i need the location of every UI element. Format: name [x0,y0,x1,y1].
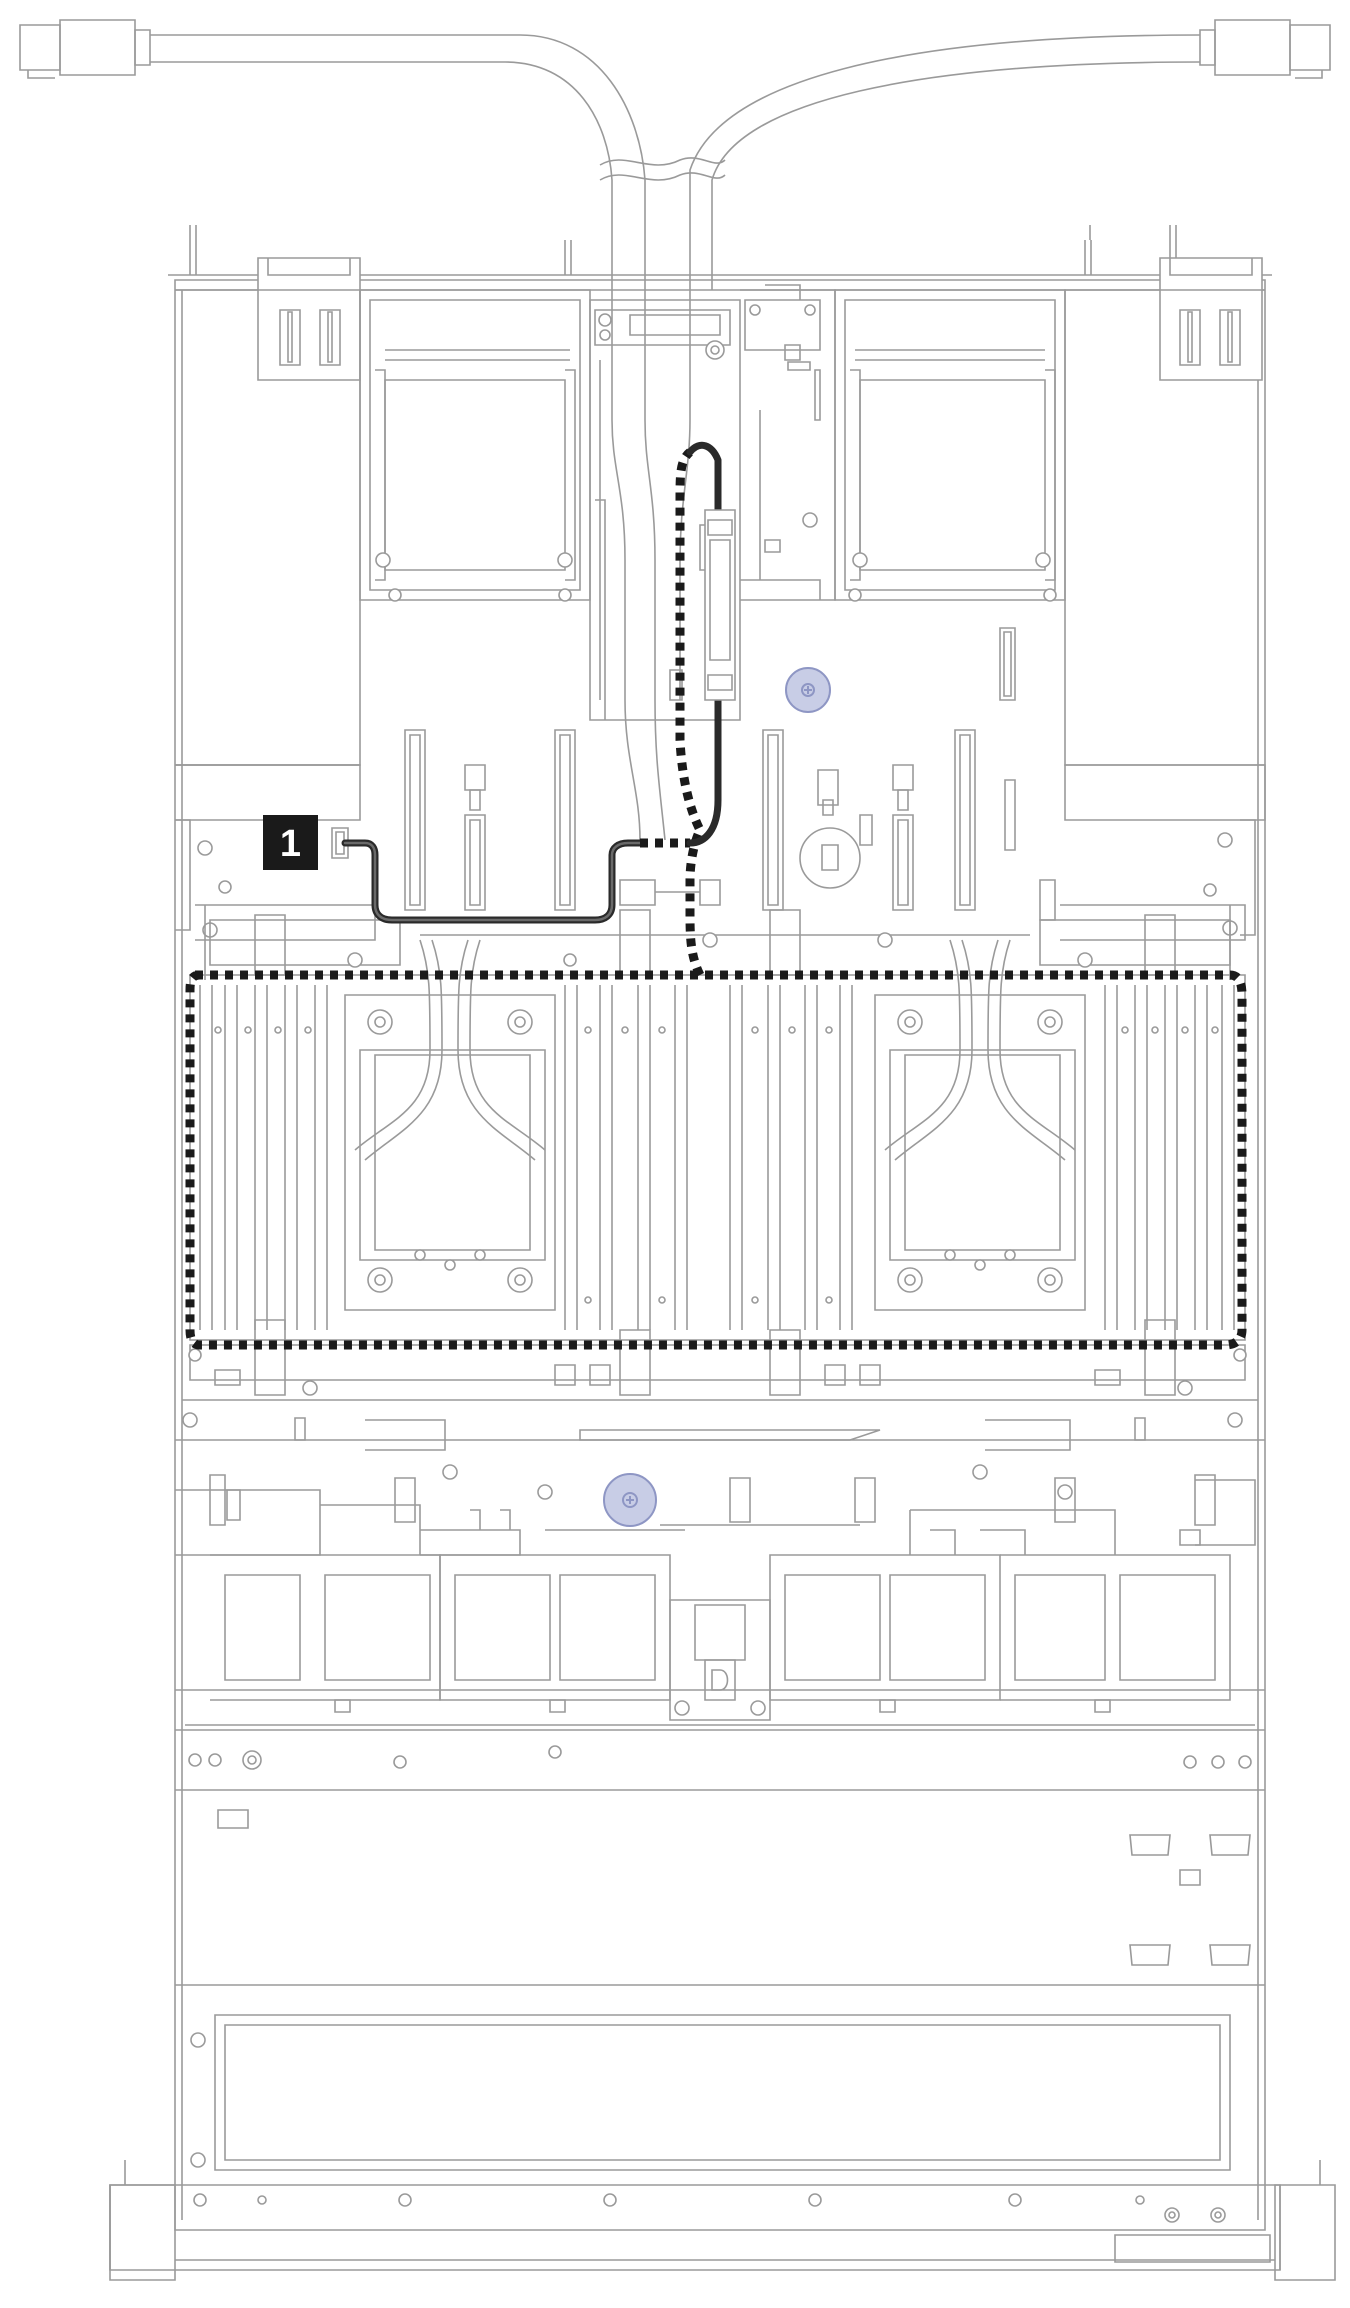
cable-clips [204,879,1231,980]
dotted-cable-route [185,448,1247,1350]
top-left-latch [257,257,361,381]
dimm-and-processor-area [189,939,1246,1341]
dimm-rails-left [199,985,328,1330]
left-cable-connector [19,19,151,79]
lower-chassis [175,1729,1265,1986]
fans [210,1554,1231,1713]
callout-1-label: 1 [280,823,301,865]
top-right-latch [1159,257,1263,381]
center-riser-cage [589,290,741,841]
processor-1 [344,939,556,1311]
dimm-markers [214,1026,1219,1304]
rear-left-bay [175,289,591,766]
callout-1: 1 [263,815,318,870]
fan-cage-latch [669,1599,771,1721]
dimm-rails-right [1104,985,1235,1330]
solid-cable-route [341,441,736,924]
callout-1-box [263,815,318,870]
front-panel [109,2014,1336,2281]
dimm-rails-center [564,985,853,1330]
right-cable-connector [1199,19,1331,79]
riser-cable-connector [704,509,736,701]
fan-cage [175,1417,1265,1726]
external-cables [19,19,1331,290]
pcie-slots-region [175,729,1256,941]
lower-clips [182,1319,1258,1428]
processor-2 [874,939,1086,1311]
